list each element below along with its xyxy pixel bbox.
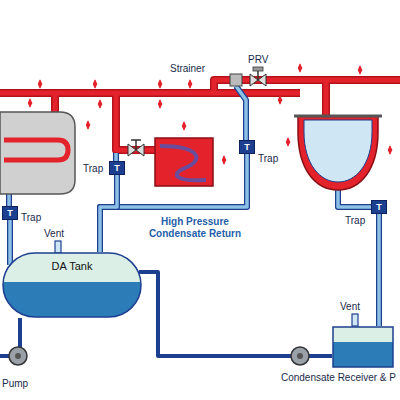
pipe-casing — [376, 214, 382, 326]
receiver-label: Condensate Receiver & P — [281, 372, 396, 383]
heat-mark — [160, 100, 161, 108]
heat-exchanger — [155, 138, 213, 186]
prv-stem — [257, 71, 259, 80]
heat-mark — [95, 80, 96, 88]
pump-impeller — [15, 353, 21, 359]
steam-tube-bundle — [4, 140, 68, 160]
part-label: Strainer — [170, 63, 205, 74]
heat-mark — [160, 80, 161, 88]
pipe-casing — [7, 220, 13, 265]
kettle-contents — [304, 120, 372, 182]
tank-label: DA Tank — [2, 260, 142, 273]
heat-mark — [300, 64, 301, 72]
steam-trap-box: TTrap — [371, 200, 387, 214]
heat-mark — [100, 100, 101, 108]
prv-actuator — [253, 67, 263, 71]
tank-steam-space — [3, 253, 141, 317]
heat-mark — [30, 99, 31, 107]
condensate-pipe — [377, 214, 381, 326]
pump-symbol — [9, 347, 27, 365]
steam-trap-box: TTrap — [239, 140, 255, 154]
condensate-receiver: Condensate Receiver & P — [332, 326, 394, 368]
heat-mark — [40, 80, 41, 88]
kettle-jacket — [298, 116, 378, 190]
pipe-connector-group — [10, 220, 11, 265]
trap-symbol-letter: T — [110, 162, 124, 174]
heat-mark — [88, 121, 89, 129]
heat-mark — [190, 80, 191, 88]
pipe-connector-group — [139, 272, 332, 356]
trap-label: Trap — [21, 212, 41, 223]
kettle-rim — [294, 115, 382, 118]
steam-trap-box: TTrap — [2, 206, 18, 220]
trap-symbol-letter: T — [3, 207, 17, 219]
steam-trap-box: TTrap — [109, 161, 125, 175]
strainer-symbol — [230, 74, 242, 86]
heat-mark — [280, 96, 281, 104]
pump-symbol — [291, 347, 309, 365]
part-label: Vent — [340, 301, 360, 312]
receiver-shape — [332, 326, 394, 368]
pipe-casing — [100, 175, 117, 252]
line-label: High Pressure Condensate Return — [140, 216, 250, 240]
receiver-steam-space — [333, 327, 393, 367]
trap-symbol-letter: T — [372, 201, 386, 213]
pump-impeller — [297, 353, 303, 359]
trap-label: Trap — [345, 215, 365, 226]
heat-mark — [360, 66, 361, 74]
part-label: Pump — [2, 378, 28, 389]
tank-outline — [3, 253, 141, 317]
condensate-pipe — [100, 175, 117, 252]
part-label: Vent — [44, 228, 64, 239]
pipe-connector-group — [379, 214, 380, 326]
heat-mark — [390, 146, 391, 154]
trap-symbol-letter: T — [240, 141, 254, 153]
heat-mark — [288, 138, 289, 146]
pipe-connector-group — [100, 175, 117, 252]
part-label: PRV — [248, 54, 268, 65]
process-coil — [160, 146, 206, 180]
heat-mark — [224, 156, 225, 164]
feedwater-pipe — [139, 272, 332, 356]
heat-mark — [184, 122, 185, 130]
trap-label: Trap — [258, 153, 278, 164]
da-tank: DA Tank — [2, 252, 142, 318]
tank-water — [3, 282, 141, 317]
receiver-outline — [333, 327, 393, 367]
vent-pipe — [55, 241, 61, 253]
process-vessel — [0, 112, 75, 194]
condensate-pipe — [8, 220, 12, 265]
valve-stem — [131, 140, 141, 150]
receiver-water — [333, 342, 393, 367]
trap-label: Trap — [83, 163, 103, 174]
vent-pipe — [352, 314, 358, 326]
